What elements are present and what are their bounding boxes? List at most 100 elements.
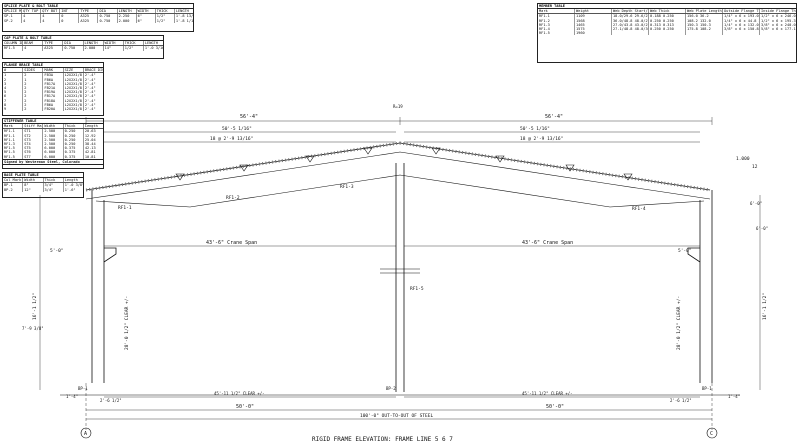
table-cell: SP-1 (3, 14, 23, 19)
table-cell: 0.750 (63, 46, 84, 51)
misc-dim-2: 2'-6 1/2" (670, 398, 692, 403)
column-header: Web Thick (649, 9, 686, 14)
column-header: Inside Flange Thk x W x Length (761, 9, 796, 14)
table-cell: 2 (23, 94, 44, 99)
table-cell: L2X2X1/8 (64, 77, 84, 82)
table-cell: L2X2X1/8 (64, 86, 84, 91)
column-header: LENGTH (175, 9, 189, 14)
misc-dim-1: 2'-6 1/2" (100, 398, 122, 403)
table-cell: 2'-4" (84, 102, 96, 107)
member-title: MEMBER TABLE (538, 4, 796, 10)
table-cell: 175.8 108.2 (686, 27, 723, 32)
side-dim-right: 5'-0" (678, 248, 692, 254)
column-header: Weight (575, 9, 612, 14)
table-cell: 5 (3, 90, 24, 95)
vertical-labels: 16'-1 1/2" 16'-1 1/2" 28'-0 1/2" CLEAR +… (32, 293, 768, 350)
table-cell (612, 31, 649, 36)
table-cell: 0.313 0.313 (649, 22, 686, 28)
table-cell: 0.250 (64, 137, 84, 143)
table-cell: 1'-8 13/16" (175, 14, 193, 19)
table-cell: 3/8" x 6 x 240.0 5/8" x 6 x 115.5 (761, 22, 796, 27)
table-cell: 9 (3, 107, 24, 112)
table-cell: A325 (79, 18, 99, 23)
table-cell: 156.0 36.2 (686, 14, 723, 19)
table-cell: BP-1 (3, 183, 24, 188)
table-cell: RF1-5 (3, 154, 24, 159)
purlin-spacing-right: 18 @ 2'-9 13/16" (520, 136, 563, 142)
misc-dim-5: 6'-0" (750, 201, 762, 206)
roof-top-line (85, 142, 711, 191)
table-cell: FB17A (43, 94, 64, 99)
crane-span-right: 43'-6" Crane Span (522, 240, 573, 246)
table-cell: 4 (41, 14, 61, 19)
slope-label: 1.000 (736, 156, 750, 162)
table-cell: 2 (23, 81, 44, 87)
column-header: Col Mark (4, 178, 24, 183)
column-header: Length (64, 178, 78, 183)
table-cell: 2'-4" (84, 77, 96, 82)
table-cell: 1575 (575, 27, 612, 32)
table-cell: 7 (3, 98, 24, 103)
table-cell: 5/8" x 6 x 177.1 1/2" x 6 x 195.3 (761, 27, 796, 32)
member-label-2: RF1-2 (226, 195, 240, 201)
table-cell: ST6 (23, 150, 44, 155)
column-header: BRACE DISTANCE (84, 68, 103, 73)
stiff-title: STIFFENER TABLE (3, 119, 103, 125)
table-cell: L2X2X1/8 (64, 73, 84, 78)
grid-mark-c: C (710, 431, 713, 437)
table-cell: 20.63 (84, 129, 96, 134)
base-plate-left: BP-1 (78, 386, 88, 391)
table-cell: 2.500 (43, 137, 64, 143)
column-header: WIDTH (137, 9, 156, 14)
column-header: INT (60, 9, 80, 14)
table-cell: ST2 (23, 133, 44, 138)
column-header: Width (43, 124, 64, 129)
bay-dim-left: 50'-0" (236, 404, 254, 410)
table-cell: ST4 (23, 142, 44, 147)
table-cell: 2'-4" (84, 86, 96, 91)
table-cell: 0.750 (98, 18, 118, 23)
table-cell: 0.250 (64, 142, 84, 147)
table-cell: 12.92 (84, 133, 96, 138)
table-cell: RF1-5 (3, 146, 24, 151)
splice-title: SPLICE PLATE & BOLT TABLE (3, 4, 193, 10)
table-cell: L2X2X1/8 (64, 90, 84, 95)
column-header: SIDES (23, 68, 44, 73)
column-header: DIA (98, 9, 118, 14)
table-cell: RF1-1 (538, 14, 575, 19)
table-cell: 3 (3, 81, 24, 87)
purlin-dim-left: 50'-5 1/16" (222, 126, 252, 132)
flange-title: FLANGE BRACE TABLE (3, 63, 103, 69)
roof-inner-line (85, 151, 711, 200)
column-header: LENGTH (118, 9, 137, 14)
crane-brackets (103, 247, 701, 263)
column-header: Thick (44, 178, 64, 183)
table-cell: 2.500 (43, 133, 64, 138)
table-cell: 6.000 (43, 146, 64, 151)
table-cell: L2X2X1/8 (64, 107, 84, 112)
table-cell: 8" (23, 183, 44, 188)
table-cell: FB6A (43, 102, 64, 108)
column-header: BEAM (23, 41, 44, 46)
table-cell: 2'-4" (84, 73, 96, 78)
col-height-right: 28'-0 1/2" CLEAR +/- (676, 296, 682, 350)
table-cell: 1'-0 3/16" (144, 46, 163, 51)
table-cell: 2.000 (118, 18, 137, 23)
table-cell: 0.750 (98, 14, 118, 19)
